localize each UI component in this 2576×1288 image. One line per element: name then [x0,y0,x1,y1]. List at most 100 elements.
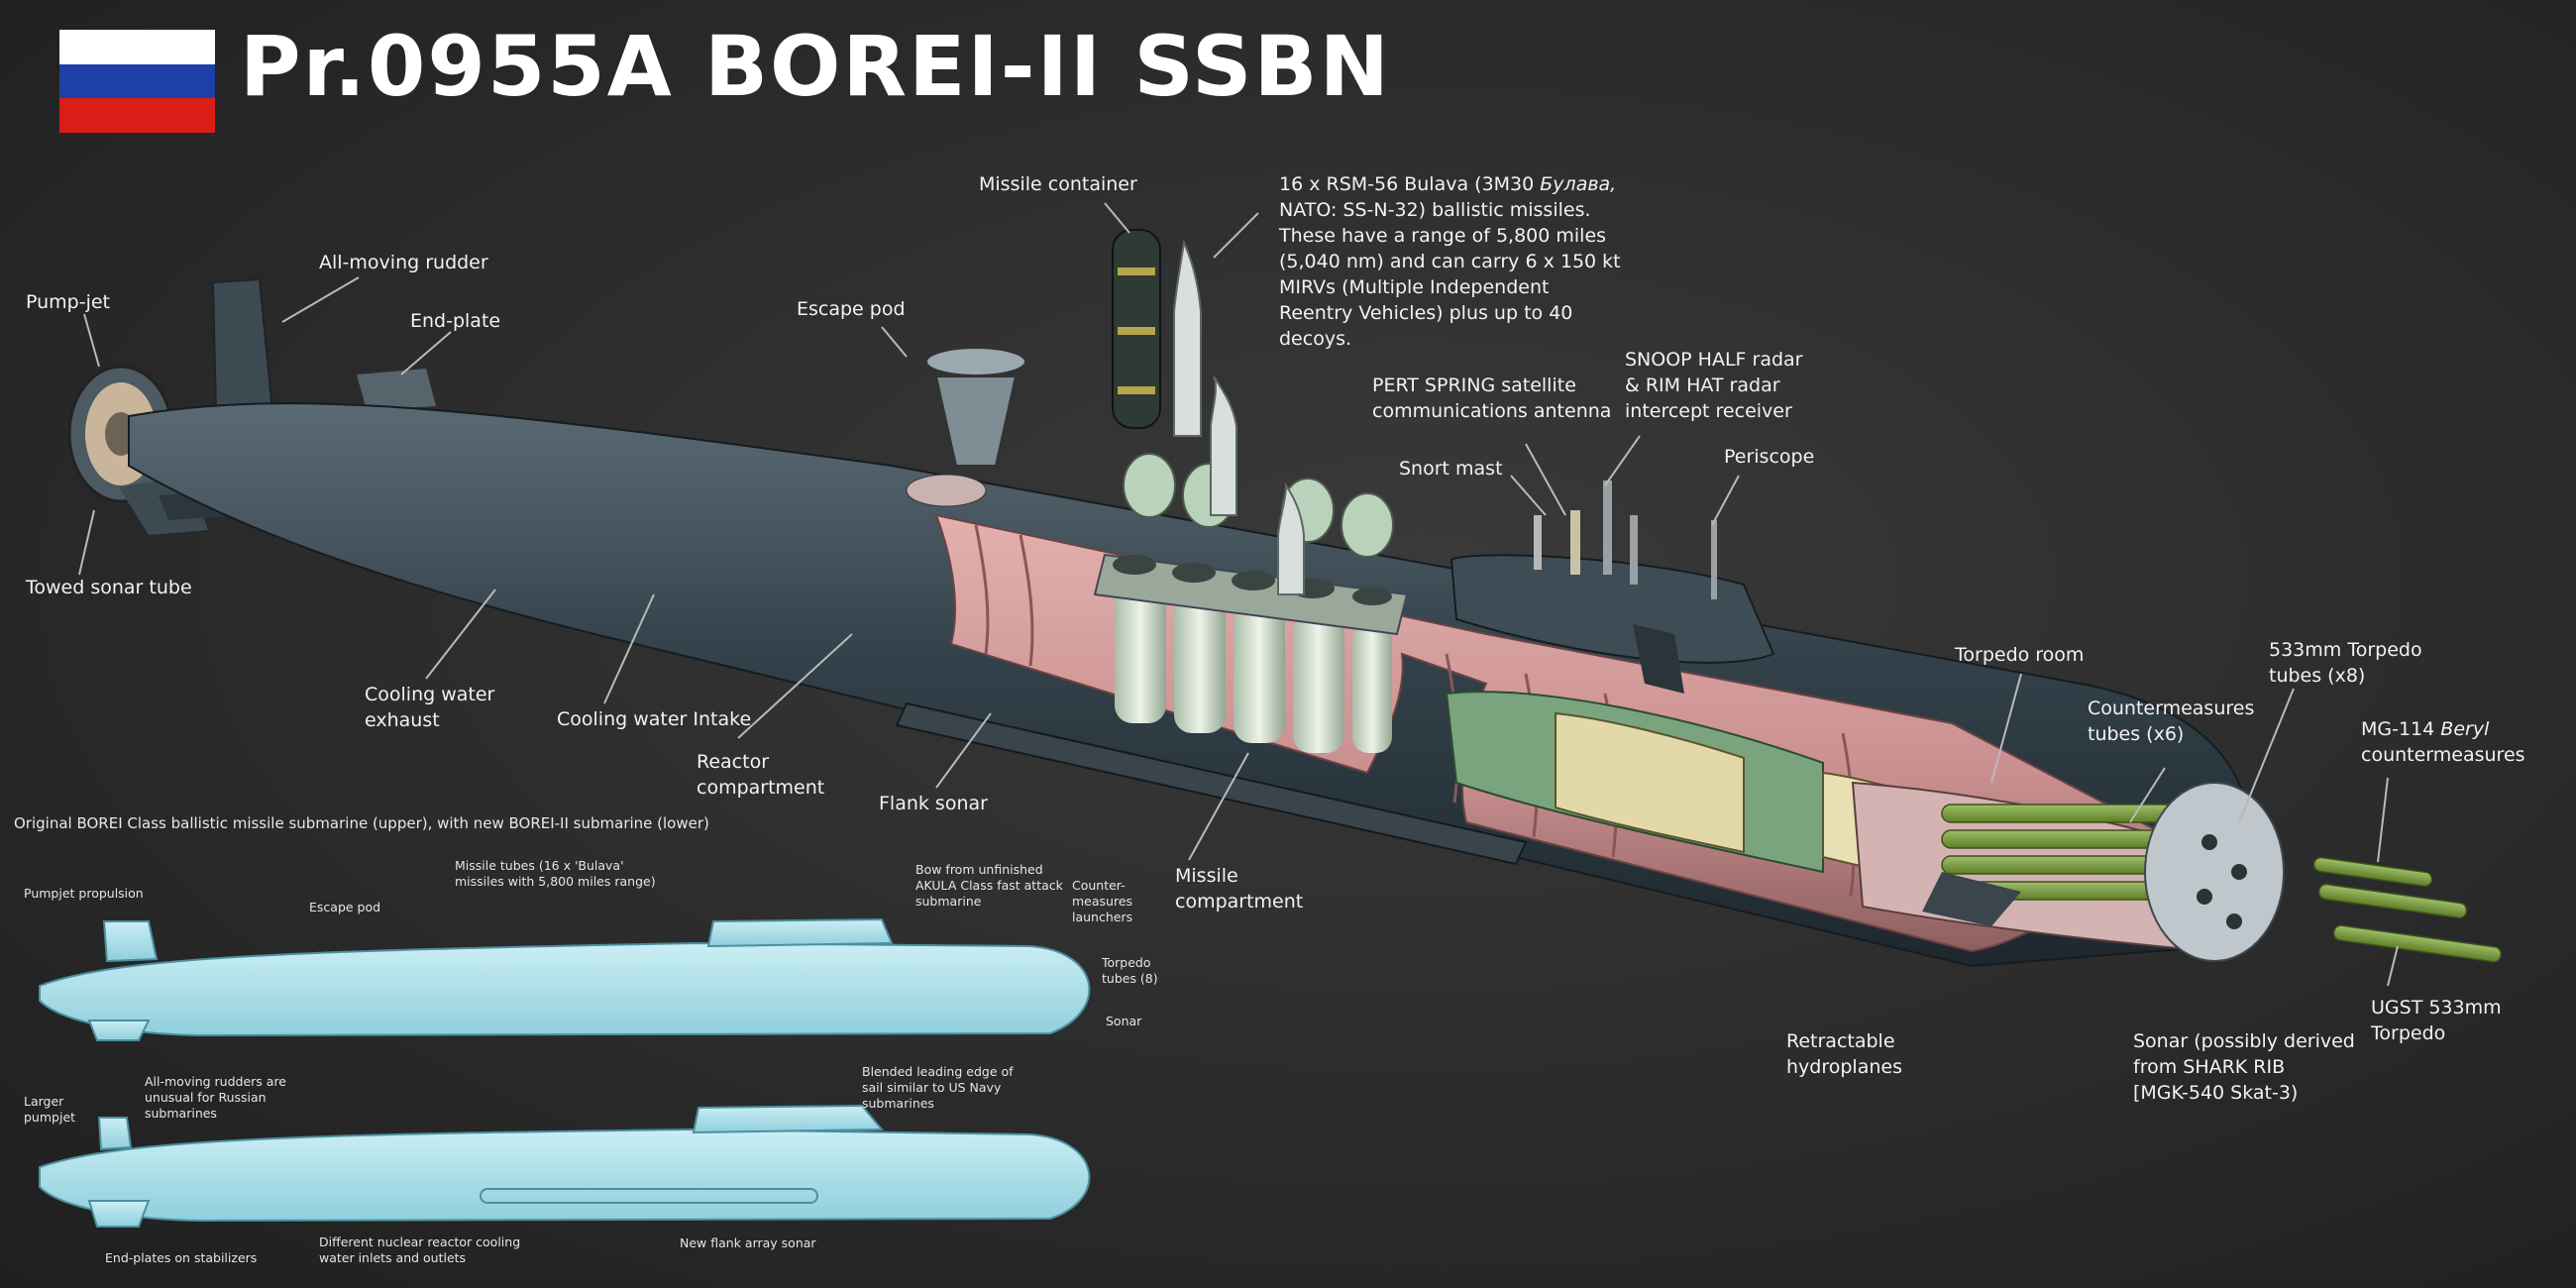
flag-stripe-blue [59,63,215,99]
label-counter-line3: launchers [1072,910,1133,924]
label-blended-line3: submarines [862,1096,934,1111]
missile-desc-line2: NATO: SS-N-32) ballistic missiles. [1279,199,1591,221]
label-mg114-line2: countermeasures [2361,744,2525,766]
label-mg114: MG-114 Beryl countermeasures [2361,716,2525,768]
label-rudders-line1: All-moving rudders are [145,1074,286,1089]
missile-tube-stack [1093,553,1409,753]
label-ugst-line2: Torpedo [2371,1022,2446,1044]
upper-rudder [211,277,274,416]
label-snoop-half-line1: SNOOP HALF radar [1625,349,1803,371]
label-countermeasures-tubes: Countermeasures tubes (x6) [2088,696,2254,747]
lower-profile-submarine [39,1104,1091,1228]
label-reactor-compartment: Reactor compartment [697,751,825,799]
missile-description: 16 x RSM-56 Bulava (3M30 Булава, NATO: S… [1279,171,1621,352]
label-hydroplanes-line2: hydroplanes [1786,1056,1902,1078]
label-end-plates-stabilizers: End-plates on stabilizers [105,1250,258,1265]
label-retractable-hydroplanes: Retractable hydroplanes [1786,1028,1902,1080]
leader-lines [78,202,2399,987]
label-counter-line1: Counter- [1072,878,1126,893]
label-blended-line2: sail similar to US Navy [862,1080,1002,1095]
label-larger-line1: Larger [24,1094,64,1109]
page-title: Pr.0955A BOREI-II SSBN [240,18,1391,115]
label-cooling-water-intake: Cooling water Intake [557,708,752,730]
missile-desc-line1-italic: Булава, [1540,173,1617,195]
label-torpedo-tubes: 533mm Torpedo tubes (x8) [2269,637,2422,689]
label-pert-spring: PERT SPRING satellite communications ant… [1372,373,1611,424]
comparison-caption: Original BOREI Class ballistic missile s… [14,814,709,832]
retractable-hydroplane [1922,872,2021,926]
label-snoop-half: SNOOP HALF radar & RIM HAT radar interce… [1625,347,1803,424]
ugst-torpedo-icons [2312,856,2502,963]
label-torpedo-tubes-line2: tubes (x8) [2269,665,2366,687]
bow-sonar-dome [2144,782,2285,962]
flag-stripe-white [59,30,215,64]
missile-desc-line5: MIRVs (Multiple Independent [1279,276,1550,298]
label-snoop-half-line2: & RIM HAT radar [1625,375,1780,396]
label-blended-sail: Blended leading edge of sail similar to … [862,1064,1014,1112]
label-all-moving-rudders: All-moving rudders are unusual for Russi… [145,1074,286,1122]
label-torpedo-room: Torpedo room [1955,644,2085,666]
label-sonar-line3: [MGK-540 Skat-3) [2133,1082,2299,1104]
label-mg114-pre: MG-114 [2361,718,2441,740]
flank-sonar-tube [895,701,1528,866]
label-missile-container: Missile container [979,173,1137,195]
label-reactor-cooling-line1: Different nuclear reactor cooling [319,1234,521,1249]
sail [1449,481,1775,694]
label-larger-line2: pumpjet [24,1110,76,1125]
label-countermeasures-line2: tubes (x6) [2088,723,2185,745]
label-missile-tubes: Missile tubes (16 x 'Bulava' missiles wi… [455,858,656,890]
label-reactor-cooling: Different nuclear reactor cooling water … [319,1234,520,1266]
missile-desc-line1: 16 x RSM-56 Bulava (3M30 [1279,173,1541,195]
label-pump-jet: Pump-jet [26,291,111,313]
missile-icons [1173,239,1305,595]
missile-desc-line6: Reentry Vehicles) plus up to 40 [1279,302,1573,324]
label-torpedo-tubes-line1: 533mm Torpedo [2269,639,2422,661]
label-missile-compartment: Missile compartment [1175,865,1304,912]
label-end-plate: End-plate [410,310,501,332]
label-upper-torpedo-line1: Torpedo [1102,955,1151,970]
label-upper-escape-pod: Escape pod [309,900,381,914]
label-all-moving-rudder: All-moving rudder [319,252,488,273]
upper-profile-submarine [39,917,1091,1041]
label-larger-pumpjet: Larger pumpjet [24,1094,75,1126]
flag-stripe-red [59,98,215,133]
label-periscope: Periscope [1724,446,1815,468]
label-rudders-line3: submarines [145,1106,217,1121]
label-sonar: Sonar (possibly derived from SHARK RIB [… [2133,1028,2355,1106]
missile-desc-line3: These have a range of 5,800 miles [1279,225,1607,247]
label-pert-spring-line2: communications antenna [1372,400,1612,422]
label-snoop-half-line3: intercept receiver [1625,400,1792,422]
label-missile-tubes-line2: missiles with 5,800 miles range) [455,874,656,889]
missile-container [1112,229,1161,429]
label-ugst-line1: UGST 533mm [2371,997,2502,1019]
label-cooling-water-exhaust: Cooling water exhaust [365,684,495,731]
label-counter-line2: measures [1072,894,1133,909]
label-sonar-line1: Sonar (possibly derived [2133,1030,2355,1052]
label-akula-bow-line1: Bow from unfinished [915,862,1043,877]
label-flank-array-sonar: New flank array sonar [680,1235,816,1250]
missile-desc-line4: (5,040 nm) and can carry 6 x 150 kt [1279,251,1621,272]
label-mg114-italic: Beryl [2440,718,2490,740]
label-blended-line1: Blended leading edge of [862,1064,1014,1079]
label-pert-spring-line1: PERT SPRING satellite [1372,375,1576,396]
missile-desc-line7: decoys. [1279,328,1352,350]
label-rudders-line2: unusual for Russian [145,1090,267,1105]
label-ugst-torpedo: UGST 533mm Torpedo [2371,995,2502,1046]
label-upper-torpedo-line2: tubes (8) [1102,971,1158,986]
label-escape-pod: Escape pod [797,298,906,320]
label-sonar-line2: from SHARK RIB [2133,1056,2286,1078]
label-akula-bow-line2: AKULA Class fast attack [915,878,1063,893]
label-upper-torpedo-tubes: Torpedo tubes (8) [1102,955,1158,987]
label-upper-sonar: Sonar [1106,1014,1142,1028]
label-reactor-cooling-line2: water inlets and outlets [319,1250,467,1265]
label-countermeasures-launchers: Counter- measures launchers [1072,878,1132,925]
label-snort-mast: Snort mast [1399,458,1503,480]
label-pumpjet-propulsion: Pumpjet propulsion [24,886,144,901]
label-akula-bow-line3: submarine [915,894,982,909]
label-hydroplanes-line1: Retractable [1786,1030,1895,1052]
label-towed-sonar-tube: Towed sonar tube [26,577,192,598]
label-flank-sonar: Flank sonar [879,793,988,814]
end-plate [357,369,436,410]
